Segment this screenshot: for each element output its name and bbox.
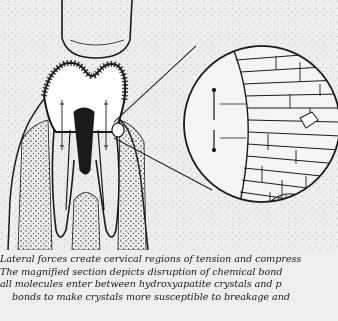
caption-line-4: bonds to make crystals more susceptible … [0,292,338,305]
caption-line-3: all molecules enter between hydroxyapati… [0,279,338,292]
caption-line-2: The magnified section depicts disruption… [0,267,338,280]
cervical-region-marker [112,123,124,137]
caption-line-1: Lateral forces create cervical regions o… [0,254,338,267]
tooth-stress-diagram [0,0,338,250]
figure-caption: Lateral forces create cervical regions o… [0,254,338,305]
